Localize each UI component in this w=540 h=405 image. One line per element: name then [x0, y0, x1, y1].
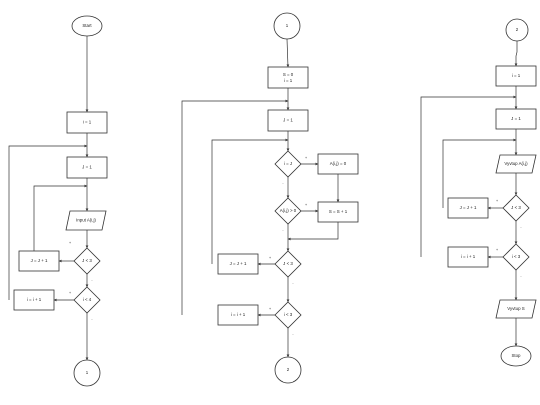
inc-j-label-3: J = J + 1	[460, 205, 477, 210]
output-s-label: Vyvtup S	[507, 306, 524, 311]
cond-j-false-sign: -	[91, 278, 93, 282]
flowchart-1: Start i = 1 J = 1 Input A(i,j) J < 3 J =…	[8, 15, 108, 387]
cond-i-false-sign-2: -	[292, 332, 294, 336]
init-j-label: J = 1	[82, 165, 92, 170]
cond-a-true-sign: +	[305, 203, 307, 207]
cond-i-true-sign: +	[69, 291, 71, 295]
inc-j-label: J = J + 1	[31, 258, 48, 263]
cond-j-label-3: J < 3	[511, 205, 521, 210]
cond-j-true-sign: +	[69, 241, 71, 245]
connector-1-in-label: 1	[286, 23, 289, 28]
output-a-parallelogram	[495, 154, 537, 174]
init-s-label-line2: i = 1	[284, 78, 293, 83]
cond-j-true-sign-3: +	[496, 199, 498, 203]
connector-2-out-label: 2	[287, 367, 290, 372]
cond-j-false-sign-2: -	[292, 281, 294, 285]
cond-a-false-sign: -	[282, 228, 284, 232]
cond-ij-false-sign: -	[282, 181, 284, 185]
cond-i-true-sign-2: +	[269, 307, 271, 311]
output-s-parallelogram	[495, 299, 537, 319]
cond-i-label-3: i < 3	[512, 254, 521, 259]
flowchart-2: 1 S = 0 i = 1 J = 1 i = J A(i,j) = 0 A(i…	[181, 12, 359, 384]
input-a-label: Input A(i,j)	[76, 218, 96, 223]
cond-i-false-sign-3: -	[520, 274, 522, 278]
flowchart-1-edges	[8, 36, 89, 361]
cond-i-true-sign-3: +	[496, 248, 498, 252]
inc-i-label: i = i + 1	[27, 297, 42, 302]
cond-i-label: i < 4	[83, 297, 92, 302]
cond-a-label: A(i,j) > 0	[280, 208, 297, 213]
cond-j-label-2: J < 3	[283, 261, 293, 266]
cond-i-false-sign: -	[91, 317, 93, 321]
flowchart-3: 2 i = 1 J = 1 Vyvtup A(i,j) J < 3 J = J …	[420, 18, 537, 367]
input-a-parallelogram	[65, 210, 107, 231]
inc-i-label-3: i = i + 1	[461, 254, 476, 259]
cond-j-true-sign-2: +	[269, 256, 271, 260]
init-j-label-2: J = 1	[283, 118, 293, 123]
start-label: Start	[82, 23, 92, 28]
inc-i-label-2: i = i + 1	[231, 312, 246, 317]
connector-1-out-label: 1	[86, 370, 89, 375]
connector-2-in-label: 2	[516, 27, 519, 32]
output-a-label: Vyvtup A(i,j)	[504, 161, 528, 166]
init-i-label-3: i = 1	[512, 73, 521, 78]
cond-j-false-sign-3: -	[520, 225, 522, 229]
init-j-label-3: J = 1	[511, 116, 521, 121]
init-i-label: i = 1	[83, 120, 92, 125]
cond-j-label: J < 3	[82, 258, 92, 263]
flowchart-3-edges	[420, 41, 518, 347]
inc-s-label: S = S + 1	[329, 209, 348, 214]
stop-label: Stop	[511, 353, 521, 358]
flowchart-2-edges	[181, 38, 340, 358]
cond-ij-label: i = J	[284, 161, 292, 166]
inc-j-label-2: J = J + 1	[230, 261, 247, 266]
init-s-label-line1: S = 0	[283, 72, 294, 77]
cond-ij-true-sign: +	[305, 156, 307, 160]
assign-zero-label: A(i,j) = 0	[330, 161, 347, 166]
cond-i-label-2: i < 3	[284, 312, 293, 317]
